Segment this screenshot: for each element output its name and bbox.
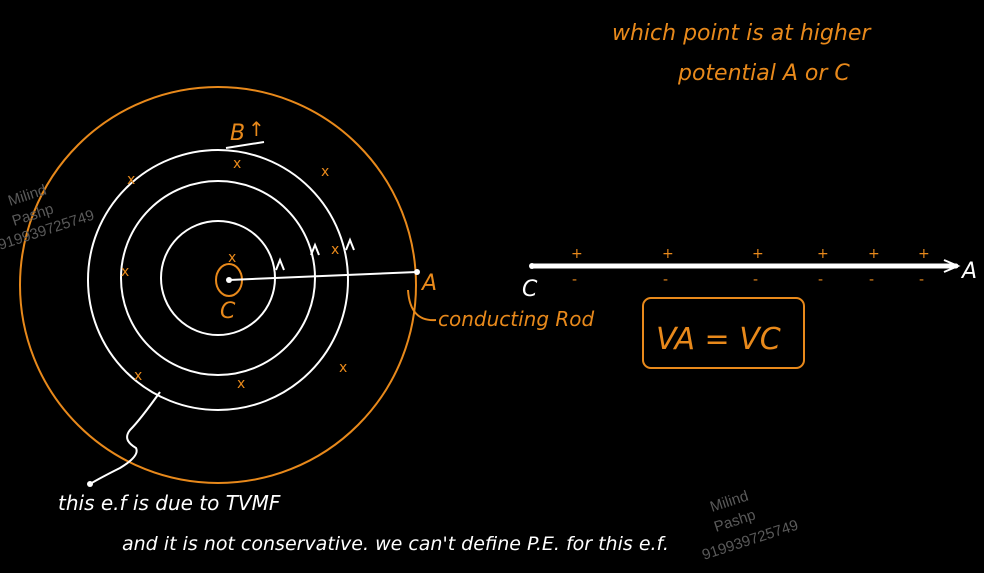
cross-mark: x [321,164,329,180]
cross-mark: x [331,242,339,258]
rod-label-pointer [407,289,437,322]
plus-charge: + [752,246,764,262]
right-label-a: A [960,259,977,284]
cross-mark: x [228,250,236,266]
plus-charge: + [662,246,674,262]
point-c-dot [226,277,232,283]
field-label-b: B [230,121,245,146]
note-line-1: this e.f is due to TVMF [58,491,281,515]
circulation-arrow-middle [310,242,320,256]
conducting-rod [228,271,418,281]
result-box [642,297,805,369]
field-region-boundary [19,86,417,484]
minus-charge: - [919,272,924,288]
note-pointer [89,391,161,485]
minus-charge: - [753,272,758,288]
right-rod-arrowhead [943,259,961,273]
minus-charge: - [818,272,823,288]
cross-mark: x [121,264,129,280]
right-label-c: C [522,277,538,302]
note-pointer-dot [87,481,93,487]
cross-mark: x [127,172,135,188]
plus-charge: + [817,246,829,262]
point-a-dot [414,269,420,275]
note-line-2: and it is not conservative. we can't def… [122,533,669,555]
field-line-circle-middle [120,180,316,376]
rod-label: conducting Rod [438,307,595,331]
right-rod-end-c [529,263,535,269]
watermark-right: Milind Pashp 919939725749 [700,488,800,564]
field-line-circle-outer [87,149,349,411]
label-point-c: C [220,299,236,324]
plus-charge: + [571,246,583,262]
plus-charge: + [868,246,880,262]
field-arrow: ↑ [248,117,265,141]
field-label-underline [225,141,265,149]
cross-mark: x [339,360,347,376]
question-line-2: potential A or C [677,61,850,86]
circulation-arrow-inner [275,257,285,271]
minus-charge: - [663,272,668,288]
circulation-arrow-outer [345,237,355,251]
plus-charge: + [918,246,930,262]
question-line-1: which point is at higher [612,21,872,46]
cross-mark: x [134,368,142,384]
minus-charge: - [869,272,874,288]
result-equation: VA = VC [656,322,781,357]
label-point-a: A [420,271,437,296]
cross-mark: x [233,156,241,172]
minus-charge: - [572,272,577,288]
cross-mark: x [237,376,245,392]
watermark-left: Milind Pashp 919939725749 [0,182,96,254]
